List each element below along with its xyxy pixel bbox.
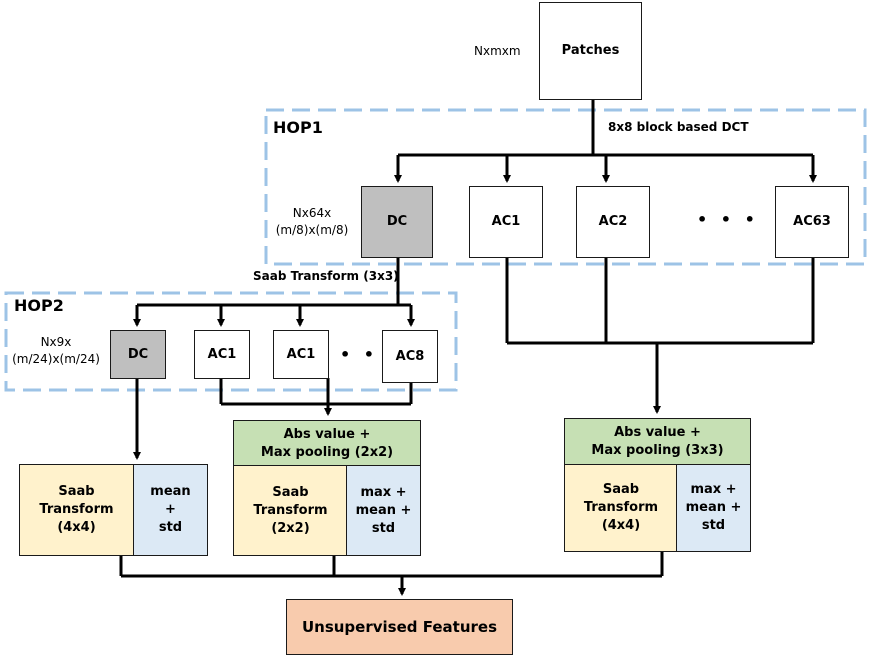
hop1-stats-box: max + mean + std — [676, 464, 751, 552]
hop2-stats-box: max + mean + std — [346, 465, 421, 556]
hop2-pool-line2: Max pooling (2x2) — [260, 444, 394, 460]
dc-stats-line1: mean — [150, 484, 191, 499]
hop1-ac1-node: AC1 — [469, 186, 543, 258]
unsupervised-features-box: Unsupervised Features — [286, 599, 513, 655]
hop2-saab-line3: (2x2) — [271, 520, 310, 536]
hop2-saab-line1: Saab — [272, 484, 309, 500]
hop1-stats-line2: mean + — [685, 500, 742, 515]
hop1-transform-label: 8x8 block based DCT — [608, 120, 749, 134]
hop1-stats-line3: std — [701, 518, 726, 533]
dc-stats-line2: + — [165, 502, 176, 517]
hop1-ac2-node: AC2 — [576, 186, 650, 258]
hop1-dim-line2: (m/8)x(m/8) — [275, 223, 349, 237]
hop1-pool-line1: Abs value + — [614, 425, 701, 440]
dc-saab-line2: Transform — [39, 502, 114, 517]
hop2-dim-line1: Nx9x — [40, 335, 72, 349]
hop1-title: HOP1 — [273, 118, 323, 137]
hop2-title: HOP2 — [14, 296, 64, 315]
hop1-dim-label: Nx64x (m/8)x(m/8) — [270, 205, 354, 239]
hop1-pool-line2: Max pooling (3x3) — [591, 443, 724, 458]
hop1-frame — [264, 108, 867, 266]
hop2-stats-line1: max + — [360, 484, 407, 500]
hop1-ellipsis: • • • — [697, 210, 759, 229]
hop2-dim-label: Nx9x (m/24)x(m/24) — [6, 334, 106, 368]
hop1-saab-transform-box: Saab Transform (4x4) — [564, 464, 678, 552]
hop2-saab-line2: Transform — [253, 502, 328, 518]
hop2-frame — [4, 291, 458, 392]
hop1-saab-line2: Transform — [583, 500, 659, 515]
hop1-saab-line3: (4x4) — [601, 518, 641, 533]
hop2-stats-line2: mean + — [355, 502, 412, 518]
dc-stats-box: mean + std — [133, 464, 208, 556]
dc-saab-transform-box: Saab Transform (4x4) — [19, 464, 134, 556]
hop2-saab-transform-box: Saab Transform (2x2) — [233, 465, 348, 556]
hop2-dc-node: DC — [110, 330, 166, 379]
dc-saab-line3: (4x4) — [57, 520, 96, 535]
hop2-ac8-node: AC8 — [382, 330, 438, 383]
dc-stats-line3: std — [158, 520, 183, 535]
hop2-pool-line1: Abs value + — [283, 426, 371, 442]
hop1-dim-line1: Nx64x — [292, 206, 332, 220]
hop2-transform-label: Saab Transform (3x3) — [253, 269, 399, 283]
patches-box: Patches — [539, 2, 642, 100]
hop2-ac1a-node: AC1 — [194, 330, 250, 379]
dc-saab-line1: Saab — [58, 484, 95, 499]
patches-dim-label: Nxmxm — [474, 44, 521, 58]
hop2-pool-box: Abs value + Max pooling (2x2) — [233, 420, 421, 467]
hop1-dc-node: DC — [361, 186, 433, 258]
hop1-ac63-node: AC63 — [775, 186, 849, 258]
hop1-stats-line1: max + — [690, 482, 737, 497]
hop1-pool-box: Abs value + Max pooling (3x3) — [564, 418, 751, 466]
hop2-dim-line2: (m/24)x(m/24) — [12, 352, 100, 366]
hop2-ac1b-node: AC1 — [273, 330, 329, 379]
hop1-saab-line1: Saab — [602, 482, 640, 497]
hop2-stats-line3: std — [371, 520, 396, 536]
